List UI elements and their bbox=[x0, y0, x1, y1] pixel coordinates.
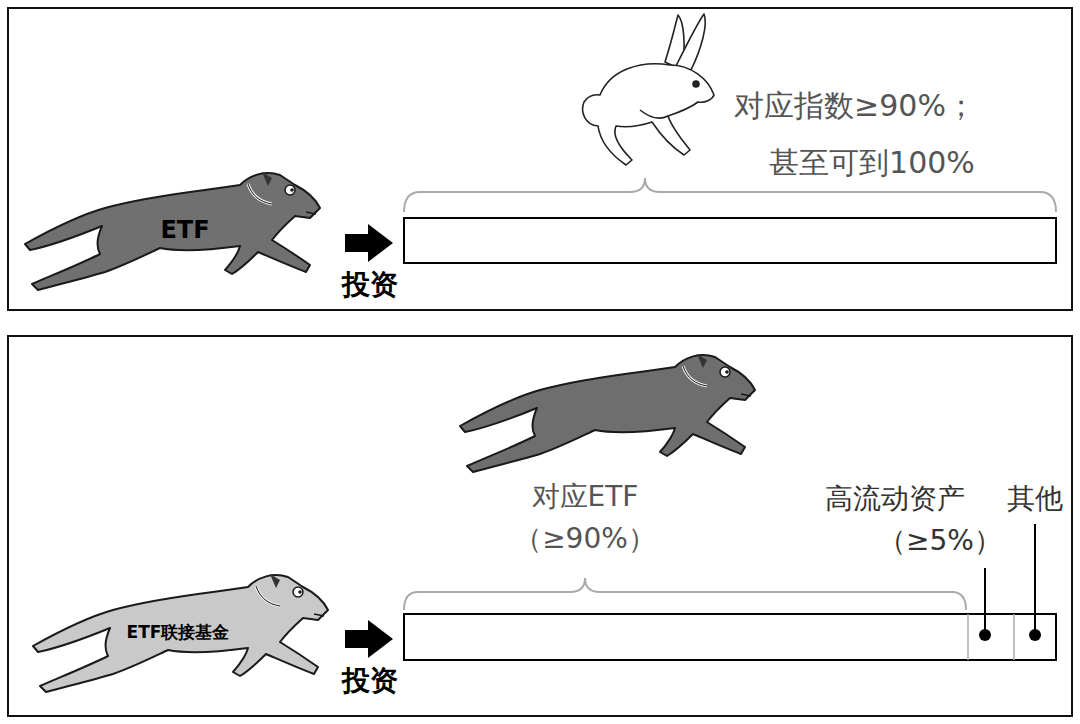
callout-text: 其他 bbox=[1007, 482, 1063, 516]
dog-label: ETF bbox=[160, 216, 209, 244]
panel-frame bbox=[8, 336, 1072, 716]
dog-shape: ETF联接基金 bbox=[18, 572, 330, 698]
leader-line bbox=[1034, 524, 1036, 635]
dog-shape: ETF bbox=[10, 170, 322, 296]
bracket bbox=[404, 578, 966, 610]
bracket-text: 对应指数≥90%； bbox=[734, 88, 976, 124]
bracket-text: 甚至可到100% bbox=[769, 145, 975, 181]
callout-text: （≥5%） bbox=[878, 524, 1002, 558]
arrow-label: 投资 bbox=[342, 268, 398, 302]
panel-frame bbox=[8, 8, 1072, 310]
dot bbox=[979, 629, 991, 641]
leader-line bbox=[984, 568, 986, 635]
bar bbox=[404, 614, 1056, 660]
arrow bbox=[345, 224, 393, 262]
dog-illustration bbox=[460, 354, 755, 472]
arrow-label: 投资 bbox=[342, 664, 398, 698]
dog-label: ETF联接基金 bbox=[127, 621, 230, 644]
bracket-text: 对应ETF bbox=[532, 480, 639, 514]
dot bbox=[1029, 629, 1041, 641]
bar bbox=[404, 218, 1056, 263]
bar-divider bbox=[1013, 614, 1015, 660]
bracket bbox=[404, 178, 1056, 212]
arrow bbox=[345, 620, 393, 658]
bracket-text: （≥90%） bbox=[514, 522, 656, 556]
callout-text: 高流动资产 bbox=[825, 482, 965, 516]
rabbit bbox=[583, 14, 714, 165]
bar-divider bbox=[967, 614, 969, 660]
